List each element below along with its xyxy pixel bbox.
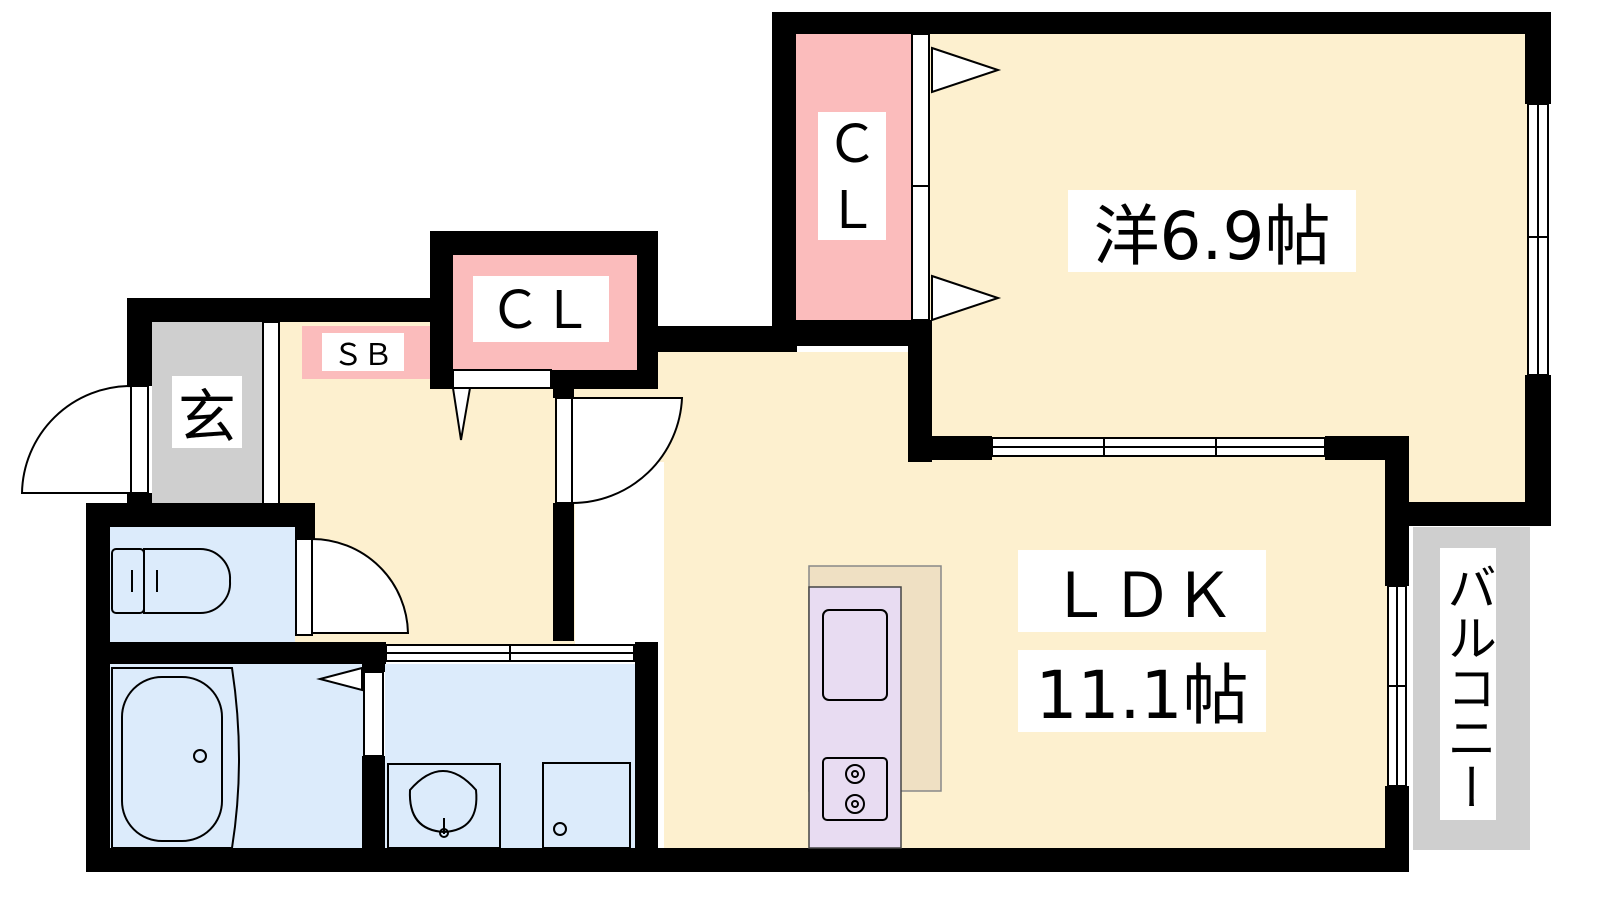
bathtub-fixture <box>111 667 240 849</box>
toilet-fixture <box>111 547 232 615</box>
western-room-floor <box>928 34 1531 512</box>
stove <box>822 757 888 821</box>
western-room-label: 洋6.9帖 <box>1094 198 1331 275</box>
kitchen-counter <box>808 565 942 849</box>
fixtures <box>111 547 942 849</box>
hall-closet-label: ＣＬ <box>489 281 593 341</box>
ldk-label: ＬＤＫ <box>1049 559 1235 632</box>
doors <box>20 33 930 757</box>
ldk-size-label: 11.1帖 <box>1036 657 1249 734</box>
entrance-label: 玄 <box>178 383 236 451</box>
bedroom-closet-label-top: Ｃ <box>826 115 878 175</box>
washing-machine-space <box>542 762 631 849</box>
entrance-door-swing <box>20 384 132 494</box>
wash-basin-fixture <box>387 763 501 849</box>
entrance-door-frame <box>130 385 149 494</box>
ldk-door-swing <box>571 397 684 505</box>
kitchen-sink <box>822 609 888 701</box>
labels: 洋6.9帖 ＬＤＫ 11.1帖 Ｃ Ｌ ＣＬ ＳＢ 玄 バルコニー <box>172 112 1497 820</box>
bedroom-closet-label-bottom: Ｌ <box>826 181 878 241</box>
toilet-door-swing <box>311 537 410 634</box>
entrance-step <box>262 321 280 505</box>
windows <box>385 103 1549 787</box>
door-markers <box>316 46 1002 692</box>
walls <box>86 12 1551 872</box>
balcony-label: バルコニー <box>1439 562 1497 812</box>
shoe-box-label: ＳＢ <box>333 338 393 373</box>
